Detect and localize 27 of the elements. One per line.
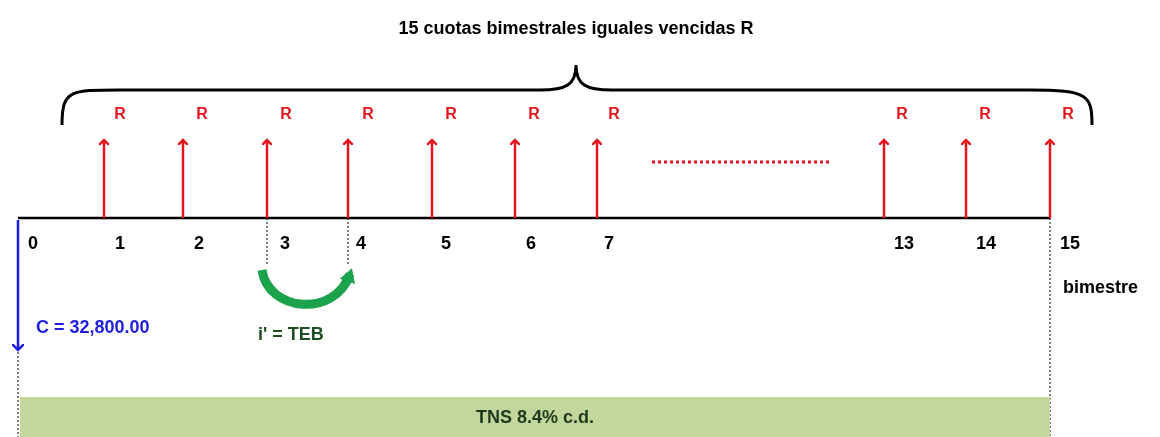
period-number: 2 — [194, 234, 204, 252]
period-number: 13 — [894, 234, 915, 252]
period-number: 4 — [356, 234, 366, 252]
payment-label: R — [445, 106, 457, 122]
rate-label: i' = TEB — [258, 325, 324, 343]
period-number: 14 — [976, 234, 997, 252]
payment-label: R — [608, 106, 620, 122]
payment-label: R — [196, 106, 208, 122]
payment-label: R — [528, 106, 540, 122]
period-number: 5 — [441, 234, 451, 252]
axis-unit-label: bimestre — [1063, 278, 1139, 296]
diagram-title: 15 cuotas bimestrales iguales vencidas R — [398, 19, 754, 37]
period-number: 1 — [115, 234, 125, 252]
payment-label: R — [280, 106, 292, 122]
payment-label: R — [896, 106, 908, 122]
period-number: 3 — [280, 234, 290, 252]
payment-label: R — [1062, 106, 1074, 122]
rate-text: TNS 8.4% c.d. — [475, 406, 594, 428]
period-number: 7 — [604, 234, 614, 252]
principal-label: C = 32,800.00 — [36, 318, 150, 336]
payment-label: R — [979, 106, 991, 122]
period-number: 0 — [28, 234, 38, 252]
payment-label: R — [362, 106, 374, 122]
rate-band — [20, 397, 1050, 437]
payment-label: R — [114, 106, 126, 122]
period-number: 6 — [526, 234, 536, 252]
period-number: 15 — [1060, 234, 1081, 252]
